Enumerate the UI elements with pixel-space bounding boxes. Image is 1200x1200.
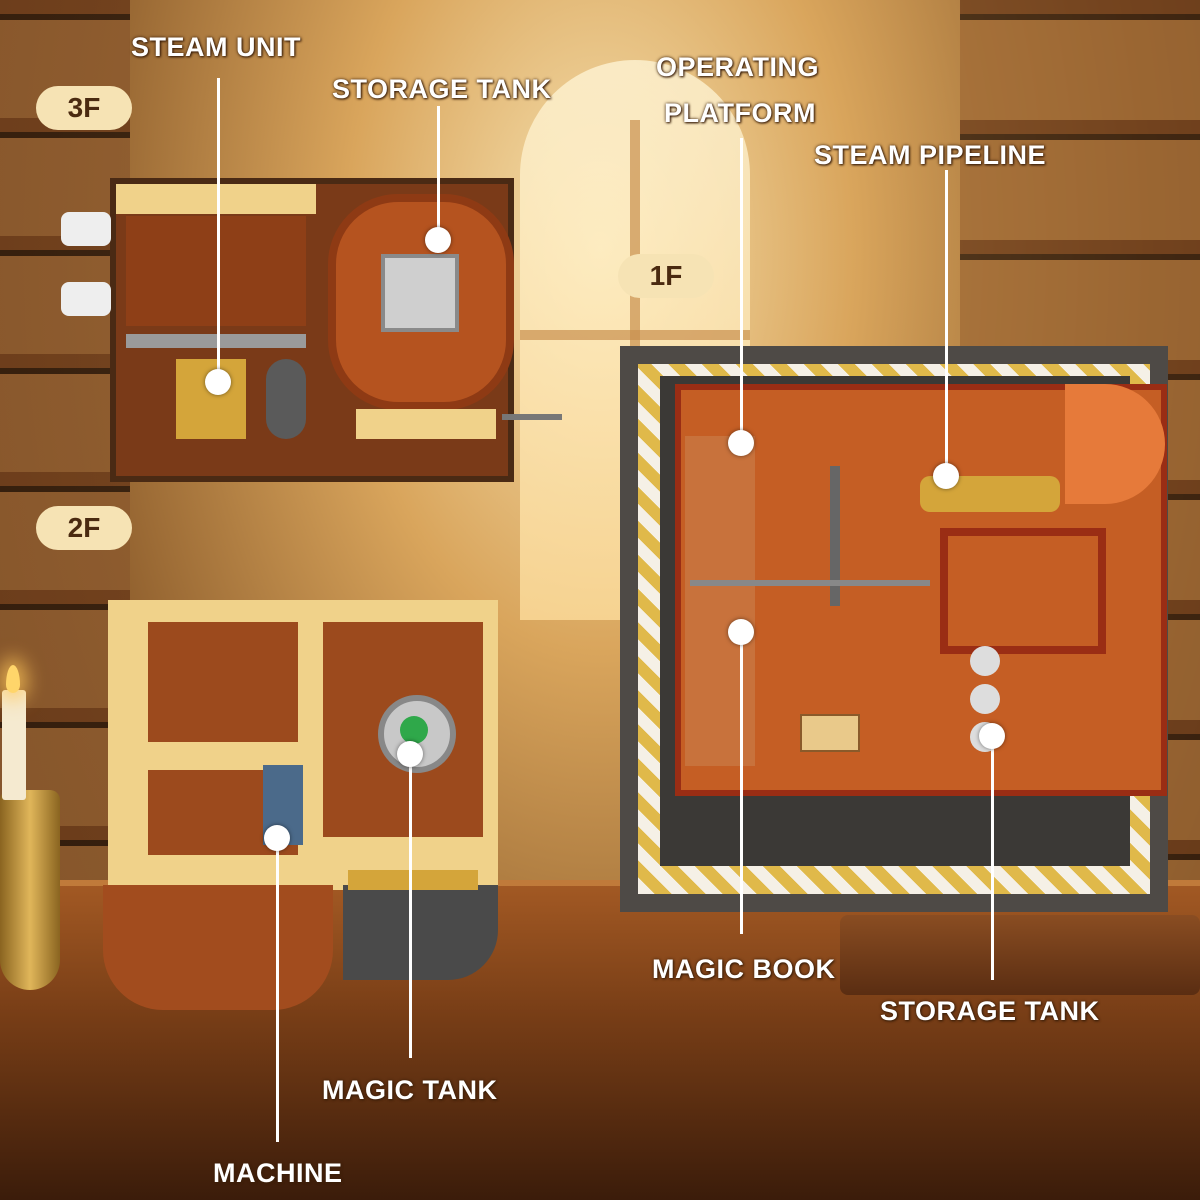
tank-sphere [970, 646, 1000, 676]
callout-line-magic-tank [409, 754, 412, 1058]
callout-line-steam-pipeline [945, 170, 948, 476]
label-machine: MACHINE [213, 1158, 343, 1188]
steps [685, 436, 755, 766]
floor-badge-1f: 1F [618, 254, 714, 298]
callout-dot-steam-unit [205, 369, 231, 395]
tank-sphere [970, 684, 1000, 714]
grey-corner [343, 885, 498, 980]
label-magic-book: MAGIC BOOK [652, 954, 836, 984]
pipe-bar [126, 334, 306, 348]
axle [502, 414, 562, 420]
magic-book-piece [800, 714, 860, 752]
tan-base [356, 409, 496, 439]
callout-dot-magic-book [728, 619, 754, 645]
machine-base [103, 885, 333, 1010]
side-stud [61, 282, 111, 316]
callout-dot-operating-platform [728, 430, 754, 456]
floor-badge-3f: 3F [36, 86, 132, 130]
magic-tank-core [400, 716, 428, 744]
candle [2, 690, 26, 800]
callout-dot-storage-tank-top [425, 227, 451, 253]
callout-line-magic-book [740, 632, 743, 934]
lever [830, 466, 840, 606]
floor-2f-model [78, 600, 516, 1030]
callout-dot-magic-tank [397, 741, 423, 767]
callout-line-machine [276, 838, 279, 1142]
steam-room [126, 216, 306, 326]
label-magic-tank: MAGIC TANK [322, 1075, 498, 1105]
label-steam-pipeline: STEAM PIPELINE [814, 140, 1047, 170]
label-operating-platform-2: PLATFORM [664, 98, 816, 128]
callout-line-steam-unit [217, 78, 220, 380]
floor-3f-model [61, 178, 562, 482]
callout-dot-machine [264, 825, 290, 851]
side-stud [61, 212, 111, 246]
window-transom [520, 330, 750, 340]
closed-book [840, 915, 1200, 995]
storage-room [940, 528, 1106, 654]
label-storage-tank-top: STORAGE TANK [332, 74, 552, 104]
room-a [148, 622, 298, 742]
arch-room [1065, 384, 1165, 504]
rail [690, 580, 930, 586]
callout-line-storage-tank-top [437, 106, 440, 238]
label-operating-platform-1: OPERATING [656, 52, 820, 82]
callout-line-storage-tank-bottom [991, 736, 994, 980]
storage-tank-core [381, 254, 459, 332]
gear-strip [348, 870, 478, 890]
candle-flame [6, 665, 20, 693]
callout-line-operating-platform [740, 138, 743, 440]
candlestick [0, 790, 60, 990]
callout-dot-steam-pipeline [933, 463, 959, 489]
floor-1f-model [620, 346, 1168, 912]
callout-dot-storage-tank-bottom [979, 723, 1005, 749]
floor-badge-2f: 2F [36, 506, 132, 550]
label-steam-unit: STEAM UNIT [131, 32, 301, 62]
tan-edge [116, 184, 316, 214]
label-storage-tank-bottom: STORAGE TANK [880, 996, 1100, 1026]
wheel [266, 359, 306, 439]
